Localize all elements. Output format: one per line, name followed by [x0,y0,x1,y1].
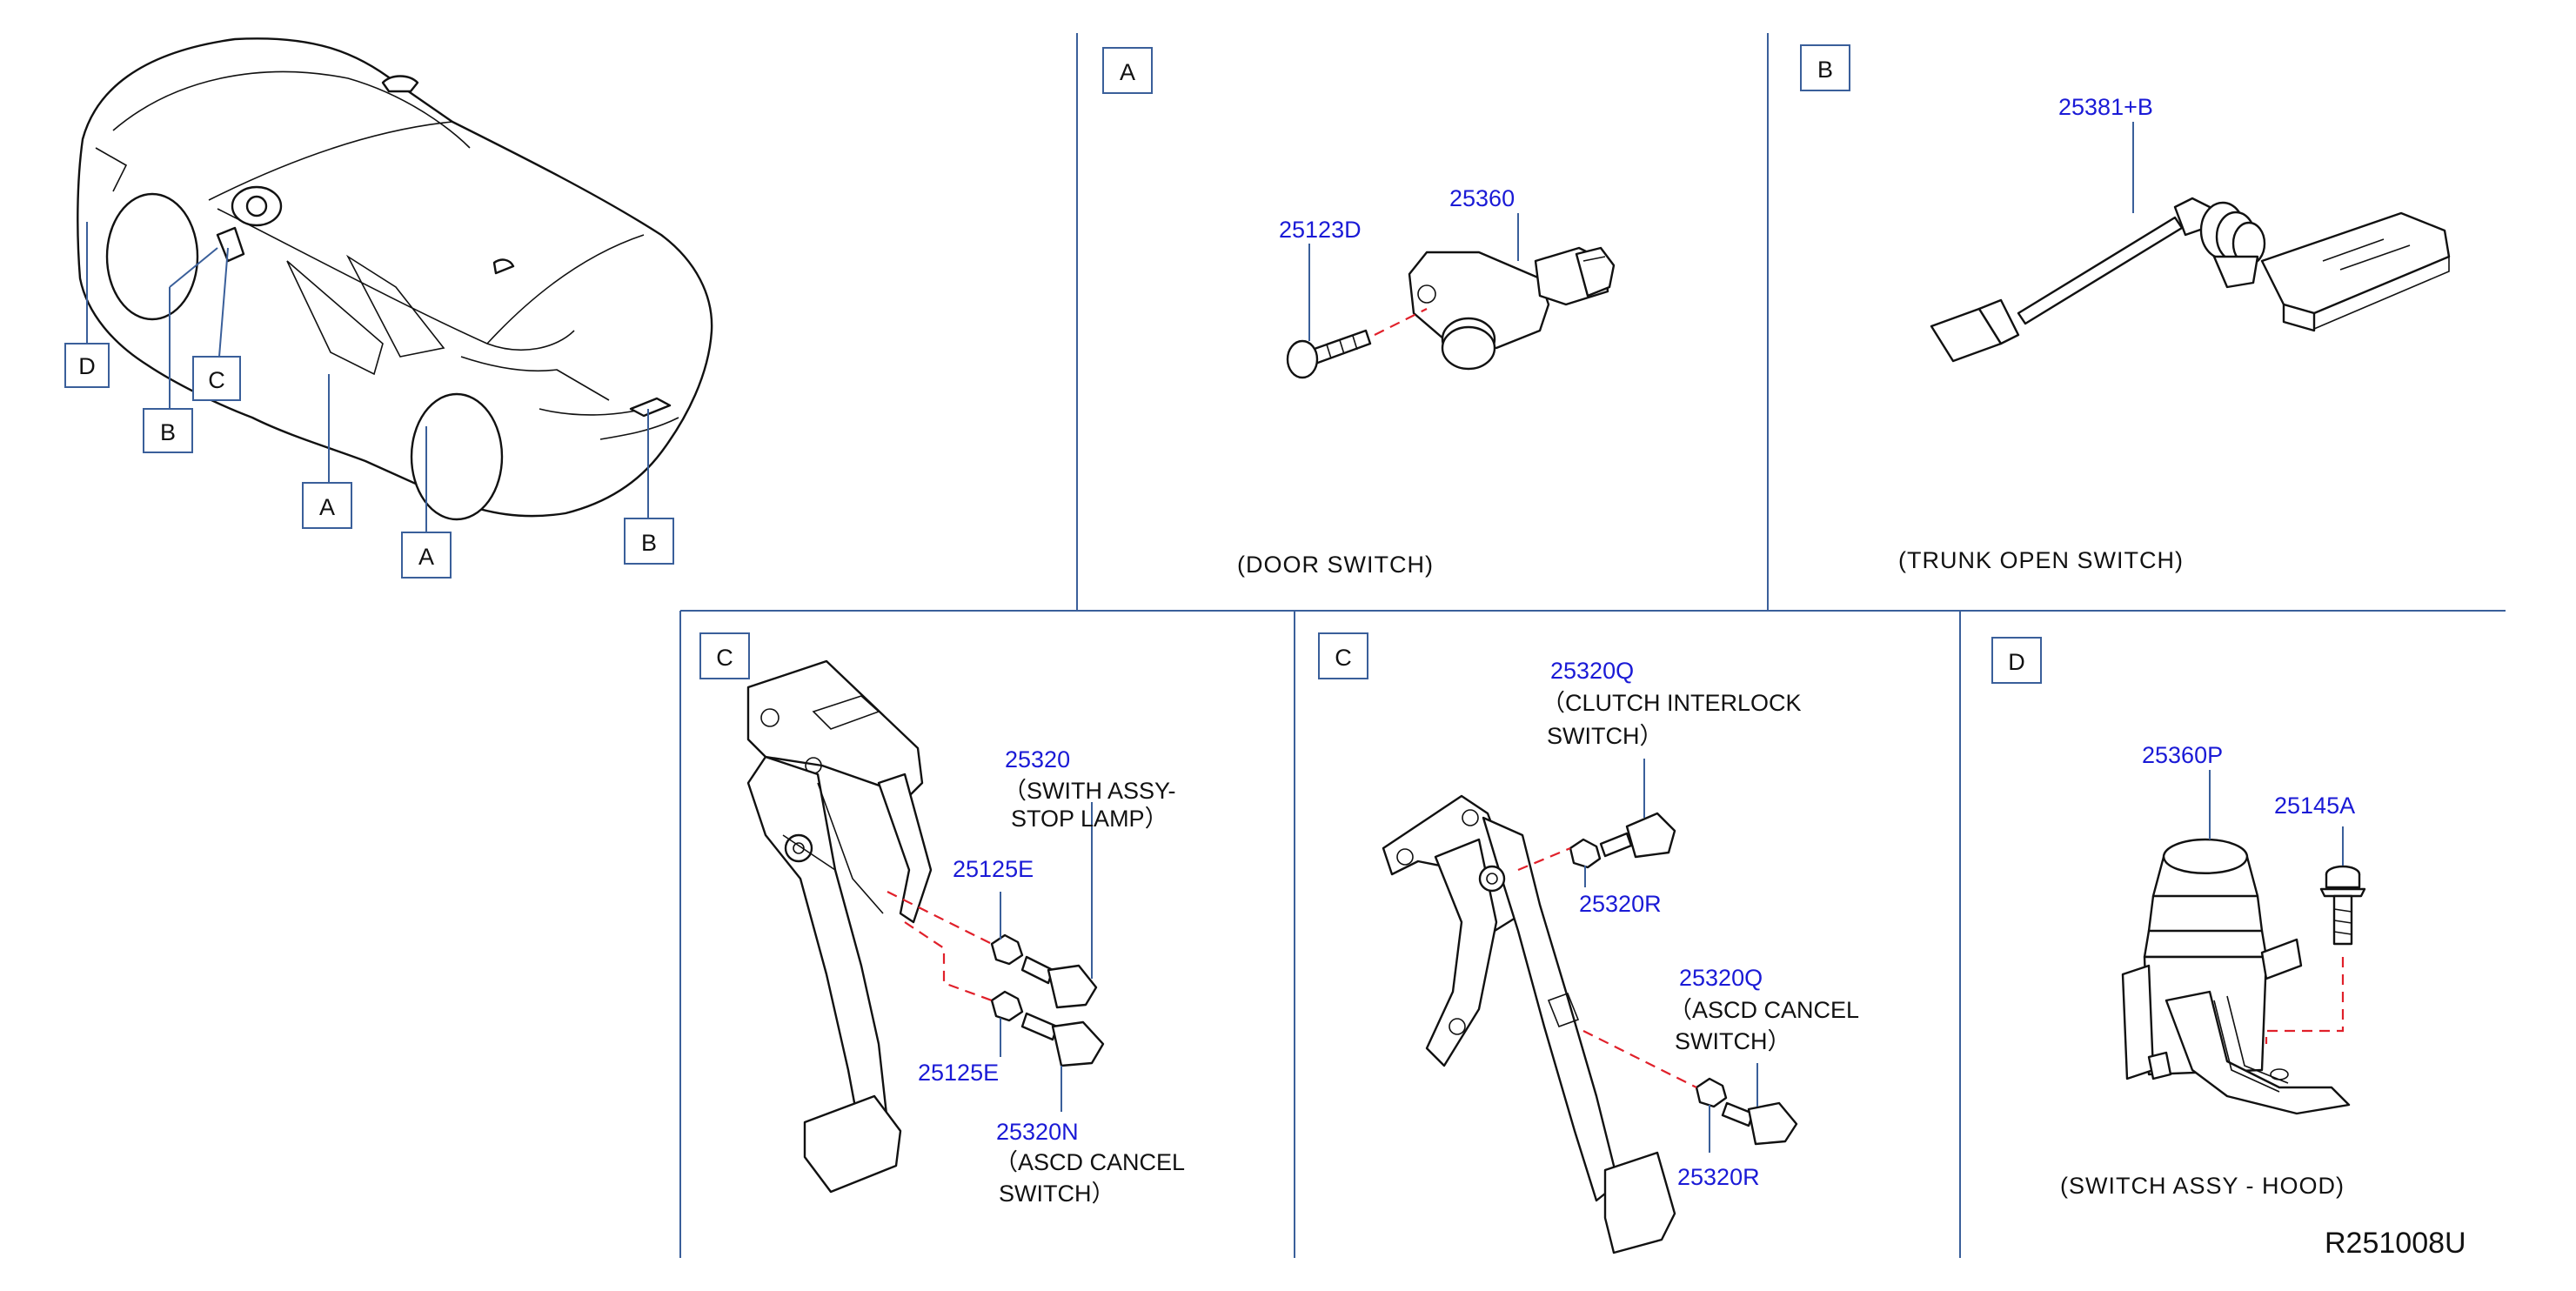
panel-b-key: B [1817,57,1833,83]
part-25320q-bottom: 25320Q [1679,965,1763,991]
part-25360p: 25360P [2142,742,2223,768]
desc-25320-line2: STOP LAMP） [1011,806,1168,832]
part-25320r-top: 25320R [1579,891,1662,917]
callout-b-front [143,408,193,453]
drawing-reference: R251008U [2325,1227,2466,1260]
panel-b-key-box [1800,44,1850,91]
panel-d-key-box [1991,637,2042,684]
panel-d-hood-switch: D 25360P 25145A (SWITCH ASSY - HOOD) [1991,637,2366,1199]
part-25360: 25360 [1449,185,1515,211]
callout-a-front-label: A [319,494,335,520]
panel-c2-clutch-switches: C 25320Q （CLUTCH INTERLOCK SWITCH） 25320… [1318,632,1859,1254]
desc-25320n-line2: SWITCH） [999,1181,1114,1207]
desc-25320-line1: （SWITH ASSY- [1003,778,1176,804]
callout-a-rear-label: A [418,544,434,570]
panel-a-key-box [1102,47,1153,94]
desc-top-line1: （CLUTCH INTERLOCK [1542,690,1802,716]
panel-c2-key: C [1335,645,1352,671]
part-25125e-top: 25125E [953,856,1034,882]
callout-c-label: C [208,367,225,393]
panel-d-key: D [2008,649,2025,675]
callout-b-front-label: B [160,419,176,445]
panel-c2-key-box [1318,632,1368,679]
panel-a-key: A [1120,59,1135,85]
part-25381b: 25381+B [2058,94,2153,120]
callout-b-rear-label: B [641,530,657,556]
panel-dividers [679,33,2506,1258]
panel-a-caption: (DOOR SWITCH) [1237,552,1434,578]
panel-c1-key: C [716,645,733,671]
overview-callouts: D B C A A B [64,222,674,579]
callout-c [192,356,241,401]
panel-a-door-switch: A 25123D 25360 (DOOR SWITCH) [1102,47,1616,578]
part-25125e-bottom: 25125E [918,1060,999,1086]
part-25320n: 25320N [996,1119,1079,1145]
part-25320q-top: 25320Q [1550,658,1634,684]
panel-c1-stop-lamp-switch: C 25320 （SWITH ASSY- STOP LAMP） 25125E 2… [699,632,1185,1207]
panel-d-caption: (SWITCH ASSY - HOOD) [2060,1173,2345,1199]
part-25145a: 25145A [2274,793,2355,819]
desc-bot-line1: （ASCD CANCEL [1669,997,1859,1023]
desc-25320n-line1: （ASCD CANCEL [994,1149,1185,1175]
callout-b-rear [624,518,674,565]
panel-b-trunk-switch: B 25381+B (TRUNK OPEN SWITCH) [1800,44,2451,573]
callout-a-rear [401,532,452,579]
part-25320: 25320 [1005,746,1070,773]
desc-bot-line2: SWITCH） [1675,1028,1790,1054]
panel-b-caption: (TRUNK OPEN SWITCH) [1898,547,2184,573]
desc-top-line2: SWITCH） [1547,723,1663,749]
callout-a-front [302,482,352,529]
part-25123d: 25123D [1279,217,1362,243]
callout-d-label: D [78,353,96,379]
panel-c1-key-box [699,632,750,679]
callout-d [64,343,110,388]
part-25320r-bottom: 25320R [1677,1164,1760,1190]
